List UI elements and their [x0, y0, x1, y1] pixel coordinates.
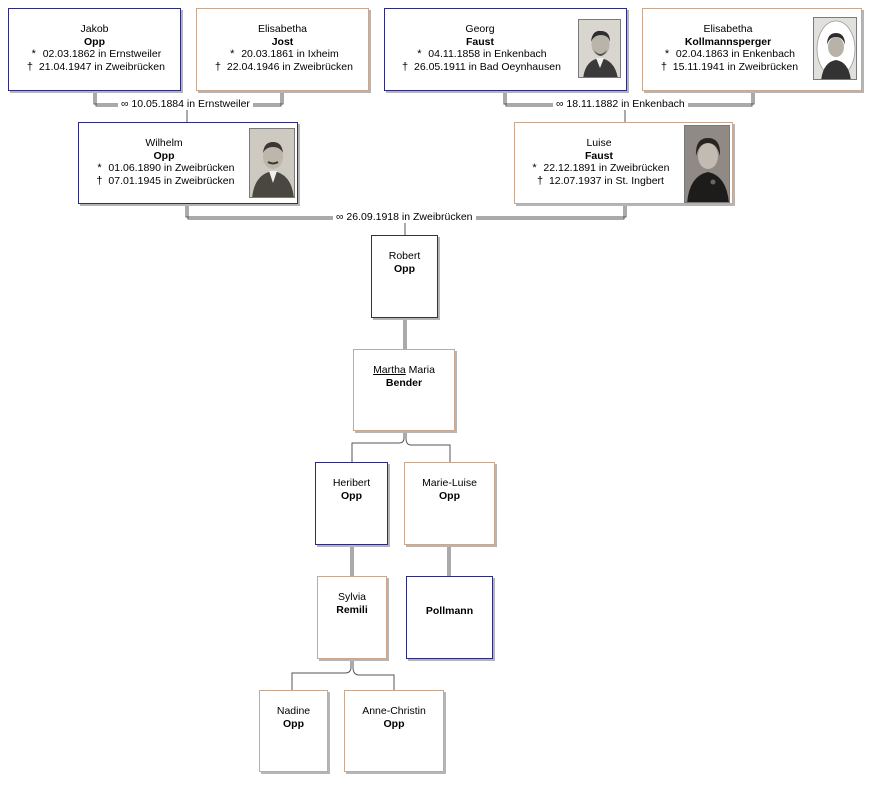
surname: Opp: [383, 717, 405, 730]
person-card-sylvia-remili[interactable]: Sylvia Remili: [317, 576, 387, 659]
birth-line: * 01.06.1890 in Zweibrücken: [79, 162, 249, 175]
birth-text: 02.04.1863 in Enkenbach: [675, 48, 796, 60]
given-name-underlined: Martha: [373, 364, 406, 376]
given-name: Jakob: [80, 23, 109, 35]
person-card-jakob-opp[interactable]: Jakob Opp * 02.03.1862 in Ernstweiler † …: [8, 8, 181, 91]
given-name: Robert: [388, 250, 421, 262]
surname: Bender: [385, 376, 423, 389]
death-cross-icon: †: [96, 174, 103, 187]
given-name: Luise: [586, 137, 612, 149]
birth-line: * 22.12.1891 in Zweibrücken: [515, 162, 683, 175]
given-name: Sylvia: [337, 591, 366, 603]
death-line: † 15.11.1941 in Zweibrücken: [643, 61, 813, 74]
death-cross-icon: †: [26, 60, 34, 73]
marriage-symbol-icon: ∞: [556, 98, 564, 110]
person-card-georg-faust[interactable]: Georg Faust * 04.11.1858 in Enkenbach † …: [384, 8, 627, 91]
marriage-label-jakob-elisabetha: ∞ 10.05.1884 in Ernstweiler: [118, 98, 253, 110]
person-card-heribert-opp[interactable]: Heribert Opp: [315, 462, 388, 545]
marriage-symbol-icon: ∞: [336, 211, 344, 223]
surname: Opp: [439, 489, 460, 502]
marriage-date-text: 10.05.1884 in Ernstweiler: [131, 98, 250, 110]
death-text: 26.05.1911 in Bad Oeynhausen: [413, 60, 561, 73]
death-cross-icon: †: [536, 174, 544, 187]
death-text: 21.04.1947 in Zweibrücken: [38, 60, 165, 73]
birth-line: * 02.03.1862 in Ernstweiler: [9, 48, 180, 61]
given-name: Heribert: [332, 477, 371, 489]
death-line: † 22.04.1946 in Zweibrücken: [197, 61, 368, 74]
given-name: Anne-Christin: [362, 705, 426, 717]
surname: Faust: [465, 35, 494, 48]
birth-symbol-icon: *: [31, 48, 36, 60]
death-line: † 07.01.1945 in Zweibrücken: [79, 175, 249, 188]
marriage-date-text: 18.11.1882 in Enkenbach: [566, 98, 685, 110]
surname: Opp: [153, 149, 175, 162]
person-card-wilhelm-opp[interactable]: Wilhelm Opp * 01.06.1890 in Zweibrücken …: [78, 122, 298, 204]
person-card-luise-faust[interactable]: Luise Faust * 22.12.1891 in Zweibrücken …: [514, 122, 733, 204]
birth-text: 20.03.1861 in Ixheim: [241, 48, 339, 60]
portrait-photo-luise: [684, 125, 730, 203]
given-name: Wilhelm: [145, 137, 183, 149]
person-card-pollmann[interactable]: Pollmann: [406, 576, 493, 659]
death-text: 15.11.1941 in Zweibrücken: [672, 60, 799, 73]
marriage-label-georg-elisabetha: ∞ 18.11.1882 in Enkenbach: [553, 98, 688, 110]
death-text: 07.01.1945 in Zweibrücken: [108, 174, 235, 187]
surname: Kollmannsperger: [684, 35, 772, 48]
surname: Opp: [283, 717, 304, 730]
portrait-photo-elisabetha-kollmannsperger: [813, 17, 857, 80]
surname: Opp: [84, 35, 105, 48]
given-name-second: Maria: [408, 364, 435, 376]
person-card-anne-christin-opp[interactable]: Anne-Christin Opp: [344, 690, 444, 772]
birth-line: * 04.11.1858 in Enkenbach: [385, 48, 575, 61]
given-names: Martha Maria: [354, 364, 454, 377]
birth-symbol-icon: *: [230, 48, 235, 60]
birth-symbol-icon: *: [97, 162, 102, 174]
given-name: Georg: [465, 23, 495, 35]
death-cross-icon: †: [402, 60, 409, 73]
person-card-robert-opp[interactable]: Robert Opp: [371, 235, 438, 318]
given-name: Elisabetha: [257, 23, 308, 35]
surname: Jost: [271, 35, 294, 48]
birth-line: * 20.03.1861 in Ixheim: [197, 48, 368, 61]
death-cross-icon: †: [660, 60, 667, 73]
surname: Faust: [584, 149, 613, 162]
death-line: † 21.04.1947 in Zweibrücken: [9, 61, 180, 74]
person-card-elisabetha-kollmannsperger[interactable]: Elisabetha Kollmannsperger * 02.04.1863 …: [642, 8, 862, 91]
death-cross-icon: †: [214, 60, 222, 73]
given-name: Elisabetha: [703, 23, 753, 35]
person-card-nadine-opp[interactable]: Nadine Opp: [259, 690, 328, 772]
surname: Opp: [394, 262, 415, 275]
birth-symbol-icon: *: [417, 48, 422, 60]
given-name: Marie-Luise: [422, 477, 477, 489]
death-line: † 26.05.1911 in Bad Oeynhausen: [385, 61, 575, 74]
death-line: † 12.07.1937 in St. Ingbert: [515, 175, 683, 188]
given-name: Nadine: [276, 705, 311, 717]
person-card-elisabetha-jost[interactable]: Elisabetha Jost * 20.03.1861 in Ixheim †…: [196, 8, 369, 91]
marriage-label-wilhelm-luise: ∞ 26.09.1918 in Zweibrücken: [333, 211, 476, 223]
person-card-martha-bender[interactable]: Martha Maria Bender: [353, 349, 455, 431]
birth-text: 01.06.1890 in Zweibrücken: [108, 162, 235, 174]
marriage-date-text: 26.09.1918 in Zweibrücken: [346, 211, 473, 223]
birth-text: 04.11.1858 in Enkenbach: [428, 48, 547, 60]
portrait-photo-georg: [578, 19, 621, 78]
surname: Remili: [336, 603, 368, 616]
death-text: 22.04.1946 in Zweibrücken: [226, 60, 353, 73]
birth-text: 02.03.1862 in Ernstweiler: [42, 48, 162, 60]
birth-symbol-icon: *: [532, 162, 537, 174]
death-text: 12.07.1937 in St. Ingbert: [548, 174, 664, 187]
birth-text: 22.12.1891 in Zweibrücken: [543, 162, 670, 174]
marriage-symbol-icon: ∞: [121, 98, 129, 110]
portrait-photo-wilhelm: [249, 128, 295, 198]
birth-line: * 02.04.1863 in Enkenbach: [643, 48, 813, 61]
birth-symbol-icon: *: [664, 48, 670, 60]
surname: Pollmann: [425, 605, 474, 617]
surname: Opp: [341, 489, 362, 502]
person-card-marie-luise-opp[interactable]: Marie-Luise Opp: [404, 462, 495, 545]
